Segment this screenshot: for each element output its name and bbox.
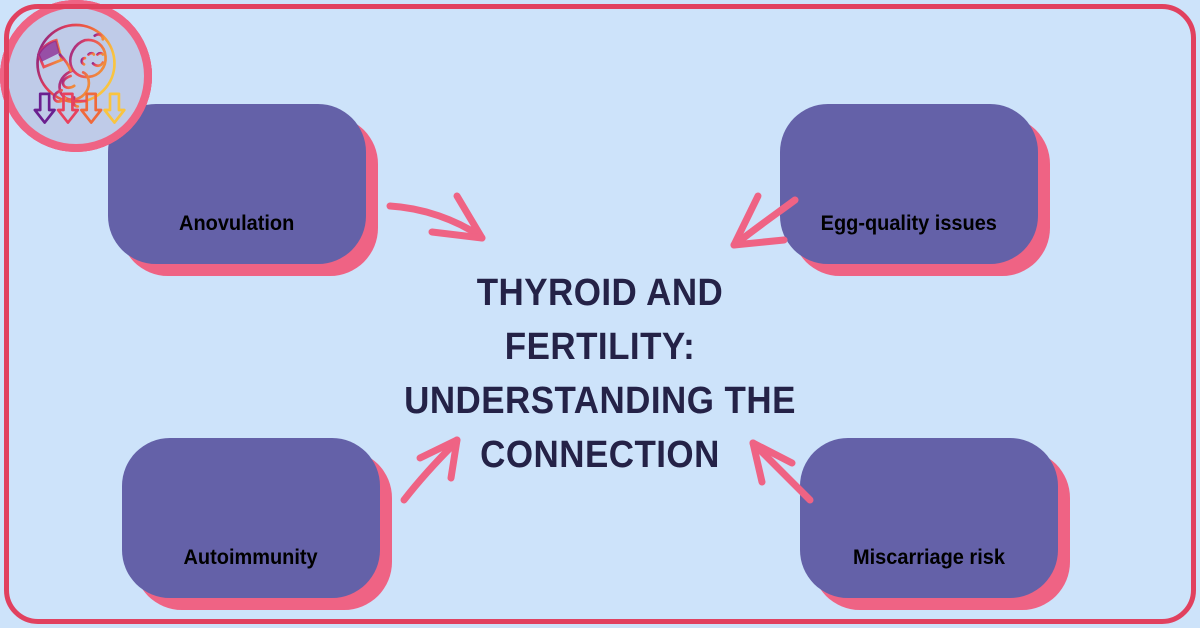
title-line-2: understanding the (404, 380, 796, 422)
card-label-anovulation: Anovulation (179, 212, 295, 235)
title-line-1: Thyroid and fertility: (476, 272, 724, 368)
card-label-miscarriage: Miscarriage risk (853, 546, 1005, 569)
card-autoimmunity[interactable]: Autoimmunity (122, 438, 392, 610)
fetus-down-arrows-icon (0, 0, 152, 152)
arrow-anovulation-to-center (386, 192, 486, 242)
card-egg-quality[interactable]: Egg-quality issues (780, 104, 1050, 276)
card-miscarriage[interactable]: Miscarriage risk (800, 438, 1070, 610)
title-line-3: connection (480, 434, 720, 476)
card-body: Anovulation (108, 104, 366, 264)
card-label-egg-quality: Egg-quality issues (820, 212, 998, 235)
page-title: Thyroid and fertility: understanding the… (360, 266, 840, 482)
card-body: Autoimmunity (122, 438, 380, 598)
card-body: Miscarriage risk (800, 438, 1058, 598)
card-body: Egg-quality issues (780, 104, 1038, 264)
card-anovulation[interactable]: Anovulation (108, 104, 378, 276)
card-label-autoimmunity: Autoimmunity (183, 546, 319, 569)
